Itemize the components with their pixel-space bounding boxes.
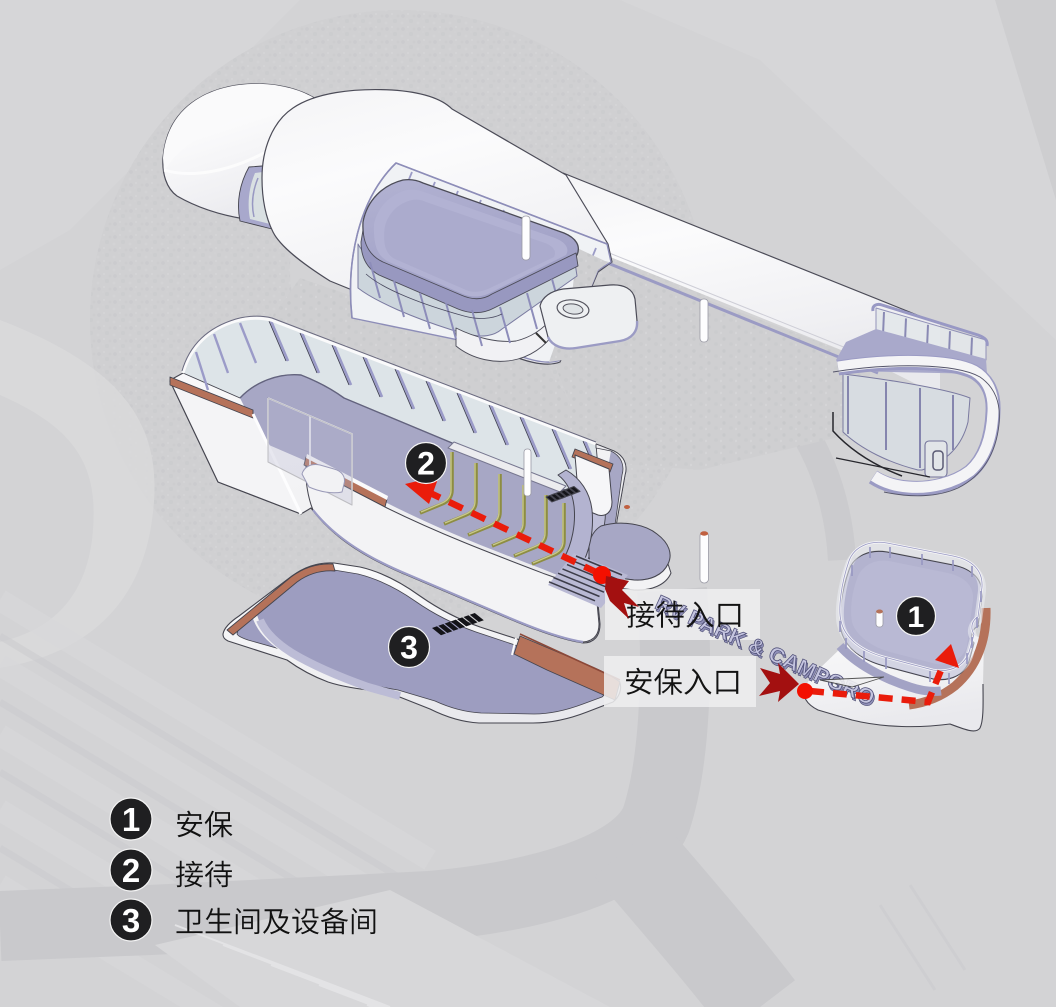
svg-text:3: 3 [122,902,140,939]
svg-text:2: 2 [417,446,435,482]
svg-text:3: 3 [400,630,418,666]
svg-text:1: 1 [122,801,140,838]
svg-text:1: 1 [908,601,925,634]
svg-text:2: 2 [122,852,140,889]
